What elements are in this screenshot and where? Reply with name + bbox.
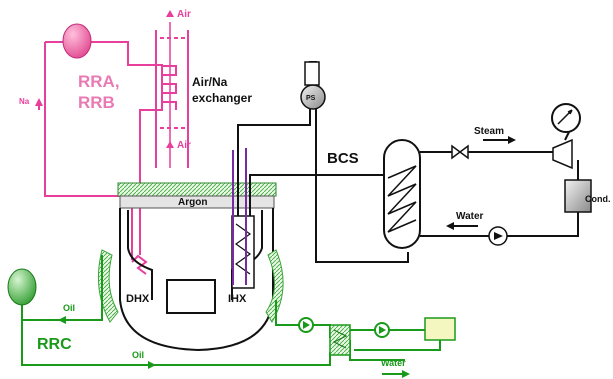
generator <box>551 103 581 133</box>
dhx-label: DHX <box>126 293 150 305</box>
ps-label: PS <box>306 95 316 102</box>
oil-arrow-bottom-icon <box>128 361 156 369</box>
oil-bottom-label: Oil <box>132 350 144 360</box>
air-top-label: Air <box>177 9 191 20</box>
ihx-exchanger <box>231 215 255 289</box>
air-arrow-bottom <box>166 141 174 148</box>
ihx-coil <box>234 223 252 275</box>
na-label: Na <box>19 97 30 106</box>
inner-vessel-left <box>127 210 153 300</box>
sg-coil <box>387 165 417 233</box>
rra-pipe-left <box>44 42 133 260</box>
airna-label-2: exchanger <box>192 91 252 105</box>
dhx-coil <box>131 254 148 275</box>
air-arrow-top <box>166 10 174 17</box>
water-arrow-bottom-icon <box>382 370 410 378</box>
rrc-expansion-tank <box>7 268 37 306</box>
rrc-pump-2-arrow-icon <box>379 326 386 334</box>
turbine <box>552 138 573 170</box>
ihx-label: IHX <box>228 293 247 305</box>
bcs-label: BCS <box>327 150 359 167</box>
argon-label: Argon <box>178 197 207 208</box>
argon-cover-gas <box>119 195 275 209</box>
airna-label-1: Air/Na <box>192 75 228 89</box>
reactor-core <box>166 279 216 314</box>
oil-top-label: Oil <box>63 303 75 313</box>
left-insulation <box>97 249 119 323</box>
steam-label: Steam <box>474 126 504 137</box>
roof-insulation <box>117 182 277 197</box>
generator-needle-icon <box>557 109 573 125</box>
steam-valve[interactable] <box>451 144 469 160</box>
water-arrow-icon <box>446 222 478 230</box>
pump-shaft <box>304 61 320 86</box>
oil-arrow-top-icon <box>58 316 88 324</box>
water-right-label: Water <box>456 211 484 222</box>
rrc-pump-1-arrow-icon <box>303 321 310 329</box>
na-arrow <box>35 98 43 110</box>
water-cooler <box>424 317 456 341</box>
condenser <box>564 179 592 213</box>
rrc-label: RRC <box>37 336 72 353</box>
steam-arrow-icon <box>483 136 516 144</box>
reactor-vessel <box>119 208 274 352</box>
right-insulation <box>265 249 284 323</box>
air-bottom-label: Air <box>177 140 191 151</box>
steam-generator <box>383 139 421 249</box>
rra-label: RRA, <box>78 72 120 91</box>
rra-expansion-tank <box>62 23 92 59</box>
cond-label: Cond. <box>585 194 611 204</box>
rrb-label: RRB <box>78 93 115 112</box>
oil-water-exchanger <box>329 324 351 356</box>
water-bottom-label: Water <box>381 358 406 368</box>
feedwater-pump-arrow-icon <box>494 232 503 240</box>
